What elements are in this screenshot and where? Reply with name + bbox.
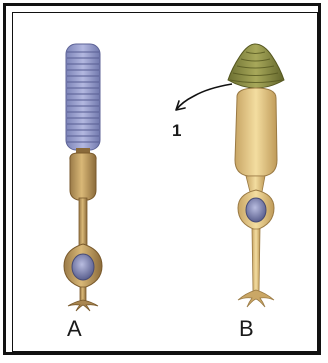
pointer-label: 1	[172, 121, 181, 141]
rod-fiber	[79, 198, 87, 248]
cell-b-label: B	[239, 316, 254, 342]
cone-neck	[246, 176, 265, 192]
cone-cell-b	[228, 44, 284, 307]
cone-cell-body	[238, 190, 274, 230]
rod-inner-segment	[70, 153, 96, 200]
rod-synaptic-terminal	[68, 300, 98, 311]
cone-inner-segment	[235, 88, 277, 176]
cone-synaptic-terminal	[238, 290, 274, 307]
pointer-arrow	[176, 84, 232, 110]
rod-cell-body	[64, 244, 102, 288]
cell-a-label: A	[67, 316, 82, 342]
cone-axon	[252, 229, 260, 292]
cone-outer-segment	[228, 44, 284, 88]
rod-cell-a	[64, 44, 102, 311]
cone-nucleus	[246, 198, 266, 222]
rod-nucleus	[72, 254, 94, 280]
rod-outer-segment	[66, 44, 100, 150]
